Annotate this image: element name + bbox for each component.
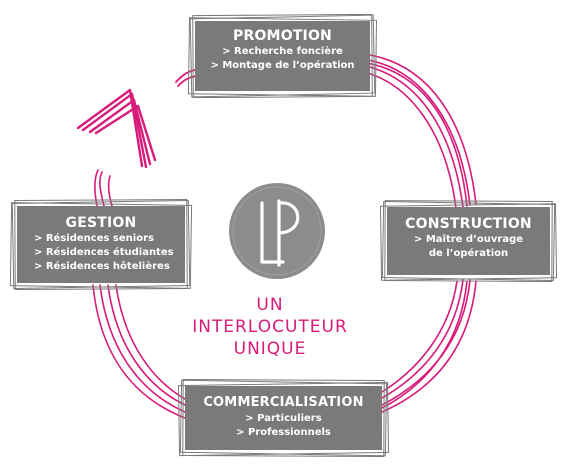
promotion-item: > Recherche foncière — [222, 46, 343, 57]
tagline-line: UN — [256, 295, 284, 315]
gestion-item: > Résidences seniors — [34, 233, 154, 244]
center-tagline: UN INTERLOCUTEUR UNIQUE — [190, 294, 350, 360]
commercialisation-item: > Professionnels — [236, 427, 331, 438]
promotion-title: PROMOTION — [233, 28, 332, 44]
promotion-item: > Montage de l’opération — [210, 60, 355, 71]
commercialisation-item: > Particuliers — [245, 413, 322, 424]
construction-box: CONSTRUCTION > Maître d’ouvrage de l’opé… — [387, 207, 550, 275]
commercialisation-box: COMMERCIALISATION > Particuliers > Profe… — [185, 386, 382, 450]
construction-item: > Maître d’ouvrage — [413, 234, 524, 245]
construction-item: de l’opération — [428, 248, 509, 259]
commercialisation-title: COMMERCIALISATION — [203, 395, 364, 410]
tagline-line: INTERLOCUTEUR — [192, 317, 348, 337]
promotion-box: PROMOTION > Recherche foncière > Montage… — [195, 21, 370, 91]
box-frames — [9, 13, 558, 458]
gestion-item: > Résidences étudiantes — [34, 247, 174, 258]
gestion-item: > Résidences hôtelières — [34, 261, 170, 272]
lp-logo — [229, 183, 325, 279]
gestion-box: GESTION > Résidences seniors > Résidence… — [17, 206, 185, 283]
tagline-line: UNIQUE — [233, 339, 307, 359]
gestion-title: GESTION — [65, 215, 137, 231]
construction-title: CONSTRUCTION — [405, 216, 532, 232]
cycle-loop — [92, 54, 477, 419]
arrow-head-icon — [76, 88, 157, 169]
